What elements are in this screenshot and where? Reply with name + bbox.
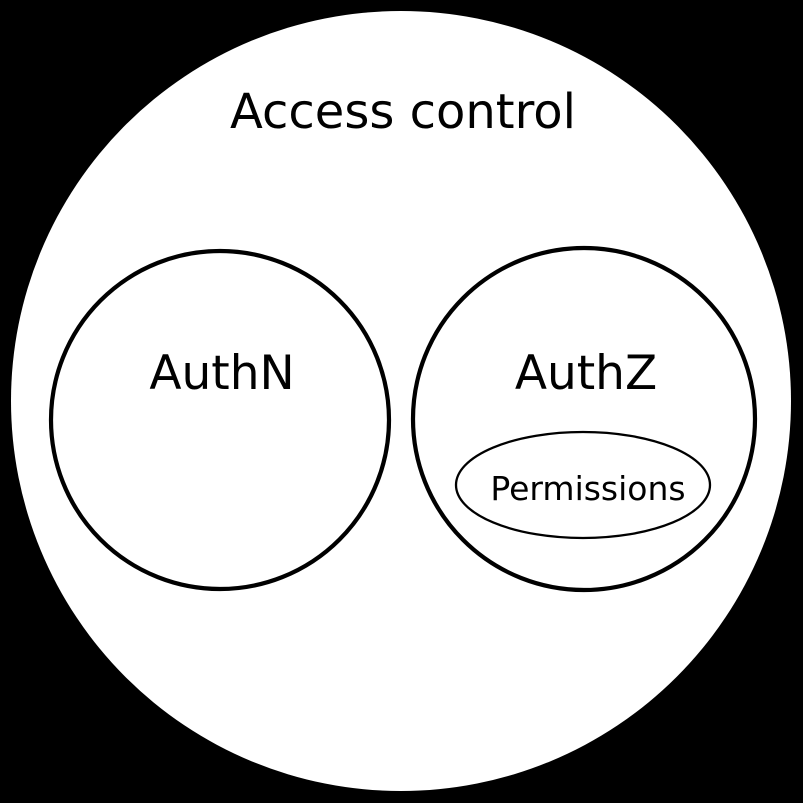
set-circle-authn [48,248,392,592]
set-circle-authz [410,245,758,593]
set-label-authn: AuthN [149,346,294,401]
outer-set-circle-access-control [11,11,791,791]
nested-set-ellipse-permissions [454,430,712,540]
outer-set-label: Access control [230,84,576,140]
set-label-authz: AuthZ [515,346,657,401]
nested-set-label-permissions: Permissions [490,469,685,508]
